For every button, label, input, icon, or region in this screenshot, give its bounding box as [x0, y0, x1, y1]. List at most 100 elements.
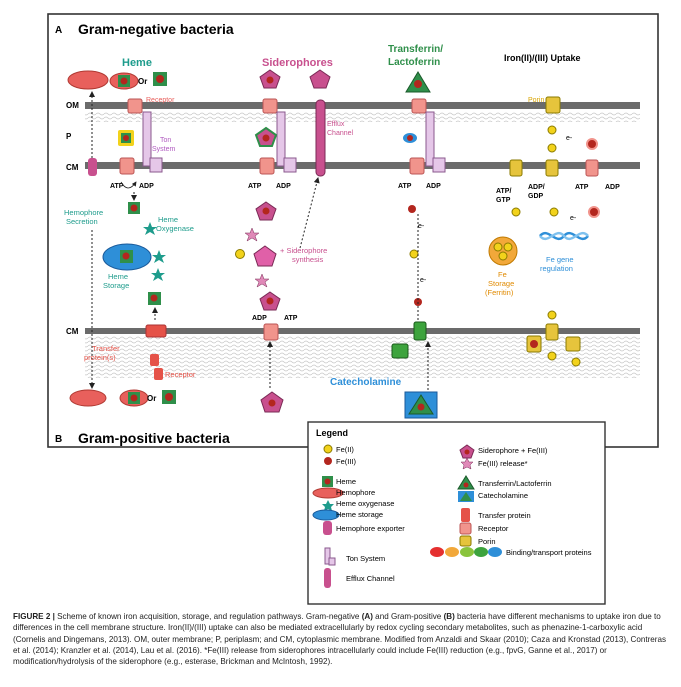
transfer-label-2: protein(s): [84, 353, 116, 362]
gtp-label-4: GTP: [496, 197, 511, 204]
ton-system-icon: [425, 111, 435, 167]
binding-protein-icon: [460, 547, 474, 557]
p-label: P: [66, 132, 72, 141]
legend-item: Efflux Channel: [346, 574, 395, 583]
porin-icon: [509, 159, 523, 177]
fe3-icon: [266, 297, 274, 305]
fe3-icon: [417, 403, 425, 411]
fe3-icon: [123, 135, 129, 141]
or-label-bottom: Or: [147, 394, 156, 403]
fe3-release-icon: [254, 273, 270, 288]
fe2-icon: [503, 242, 513, 252]
transfer-protein-icon: [145, 324, 167, 338]
atp-arrow: [120, 181, 137, 189]
siderophore-icon: [309, 69, 331, 89]
ton-label-1: Ton: [160, 137, 171, 144]
legend-item: Hemophore: [336, 488, 375, 497]
heme-oxygenase-icon: [152, 250, 166, 263]
porin-icon: [545, 159, 559, 177]
legend-item: Ton System: [346, 554, 385, 563]
hemophore-icon: [312, 487, 344, 499]
ton-system-icon: [142, 111, 152, 167]
fe2-icon: [493, 242, 503, 252]
panel-a-title: Gram-negative bacteria: [78, 21, 234, 37]
ton-system-icon: [276, 111, 286, 167]
cm-label-top: CM: [66, 163, 79, 172]
atp-label-3: ATP: [398, 183, 412, 190]
fe3-icon: [130, 204, 138, 212]
binding-protein-icon: [445, 547, 459, 557]
porin-icon: [545, 96, 561, 114]
legend-item: Fe(II): [336, 445, 354, 454]
transfer-protein-icon: [461, 508, 470, 522]
fe3-icon: [407, 135, 413, 141]
fe2-icon: [547, 125, 557, 135]
transfer-protein-icon: [150, 354, 159, 366]
transfer-protein-icon: [154, 368, 163, 380]
flow-arrow: [299, 177, 320, 249]
heme-oxygenase-icon: [322, 500, 334, 511]
binding-protein-icon: [474, 547, 488, 557]
ton-system-icon: [432, 157, 446, 173]
efflux-channel-icon: [315, 99, 326, 177]
receptor-icon: [411, 98, 427, 114]
fe2-icon: [549, 207, 559, 217]
gdp-label-5: GDP: [528, 193, 544, 200]
legend-item: Transferrin/Lactoferrin: [478, 479, 552, 488]
porin-icon: [545, 323, 559, 341]
efflux-label-2: Channel: [327, 130, 354, 137]
iron-acquisition-diagram: A Gram-negative bacteria B Gram-positive…: [47, 13, 659, 605]
binding-protein-icon: [391, 343, 409, 359]
legend: Legend Fe(II) Fe(III) Heme Hemophore Hem…: [307, 421, 606, 605]
fe2-icon: [571, 357, 581, 367]
e-minus-label-3: e-: [566, 135, 573, 142]
figure-caption: FIGURE 2 | Scheme of known iron acquisit…: [13, 611, 669, 667]
binding-protein-icon: [430, 547, 444, 557]
fe3-icon: [165, 393, 173, 401]
fe3-release-icon: [460, 457, 474, 470]
fe2-icon: [498, 251, 508, 261]
fe3-icon: [324, 478, 331, 485]
fe3-icon: [150, 294, 158, 302]
cytoplasmic-membrane-top: [85, 162, 640, 169]
fe3-icon: [262, 207, 270, 215]
atp-label-6: ATP: [575, 184, 589, 191]
receptor-icon: [119, 157, 135, 175]
adp-label-3: ADP: [426, 183, 441, 190]
fe2-icon: [547, 351, 557, 361]
legend-item: Heme storage: [336, 510, 383, 519]
fe3-icon: [268, 399, 276, 407]
e-minus-label-2: e-: [420, 277, 427, 284]
caption-a: (A): [361, 612, 373, 621]
receptor-icon: [409, 157, 425, 175]
receptor-icon: [585, 159, 599, 177]
receptor-icon: [459, 522, 472, 535]
legend-item: Transfer protein: [478, 511, 531, 520]
fe3-icon: [530, 340, 538, 348]
legend-item: Binding/transport proteins: [506, 548, 592, 557]
siderophores-section-title: Siderophores: [262, 57, 333, 69]
legend-item: Receptor: [478, 524, 509, 533]
panel-b-letter: B: [55, 434, 62, 445]
ton-system-icon: [324, 547, 331, 565]
receptor-icon: [262, 98, 278, 114]
fe-storage-label-3: (Ferritin): [485, 288, 514, 297]
catecholamine-label: Catecholamine: [330, 377, 402, 388]
fe3-icon: [156, 75, 164, 83]
fe2-icon: [235, 249, 245, 259]
heme-oxygenase-label-2: Oxygenase: [156, 224, 194, 233]
fe3-icon: [262, 134, 270, 142]
legend-item: Hemophore exporter: [336, 524, 405, 533]
fe3-icon: [408, 205, 416, 213]
efflux-channel-icon: [324, 568, 331, 588]
fe2-icon: [511, 207, 521, 217]
efflux-label-1: Efflux: [327, 121, 345, 128]
legend-item: Fe(III) release*: [478, 459, 528, 468]
outer-membrane: [85, 102, 640, 122]
fe2-icon: [547, 310, 557, 320]
fe3-icon: [414, 80, 422, 88]
adp-label-7: ADP: [252, 315, 267, 322]
adp-label-5: ADP/: [528, 184, 545, 191]
adp-label-2: ADP: [276, 183, 291, 190]
siderophore-synthesis-label-1: + Siderophore: [280, 246, 327, 255]
